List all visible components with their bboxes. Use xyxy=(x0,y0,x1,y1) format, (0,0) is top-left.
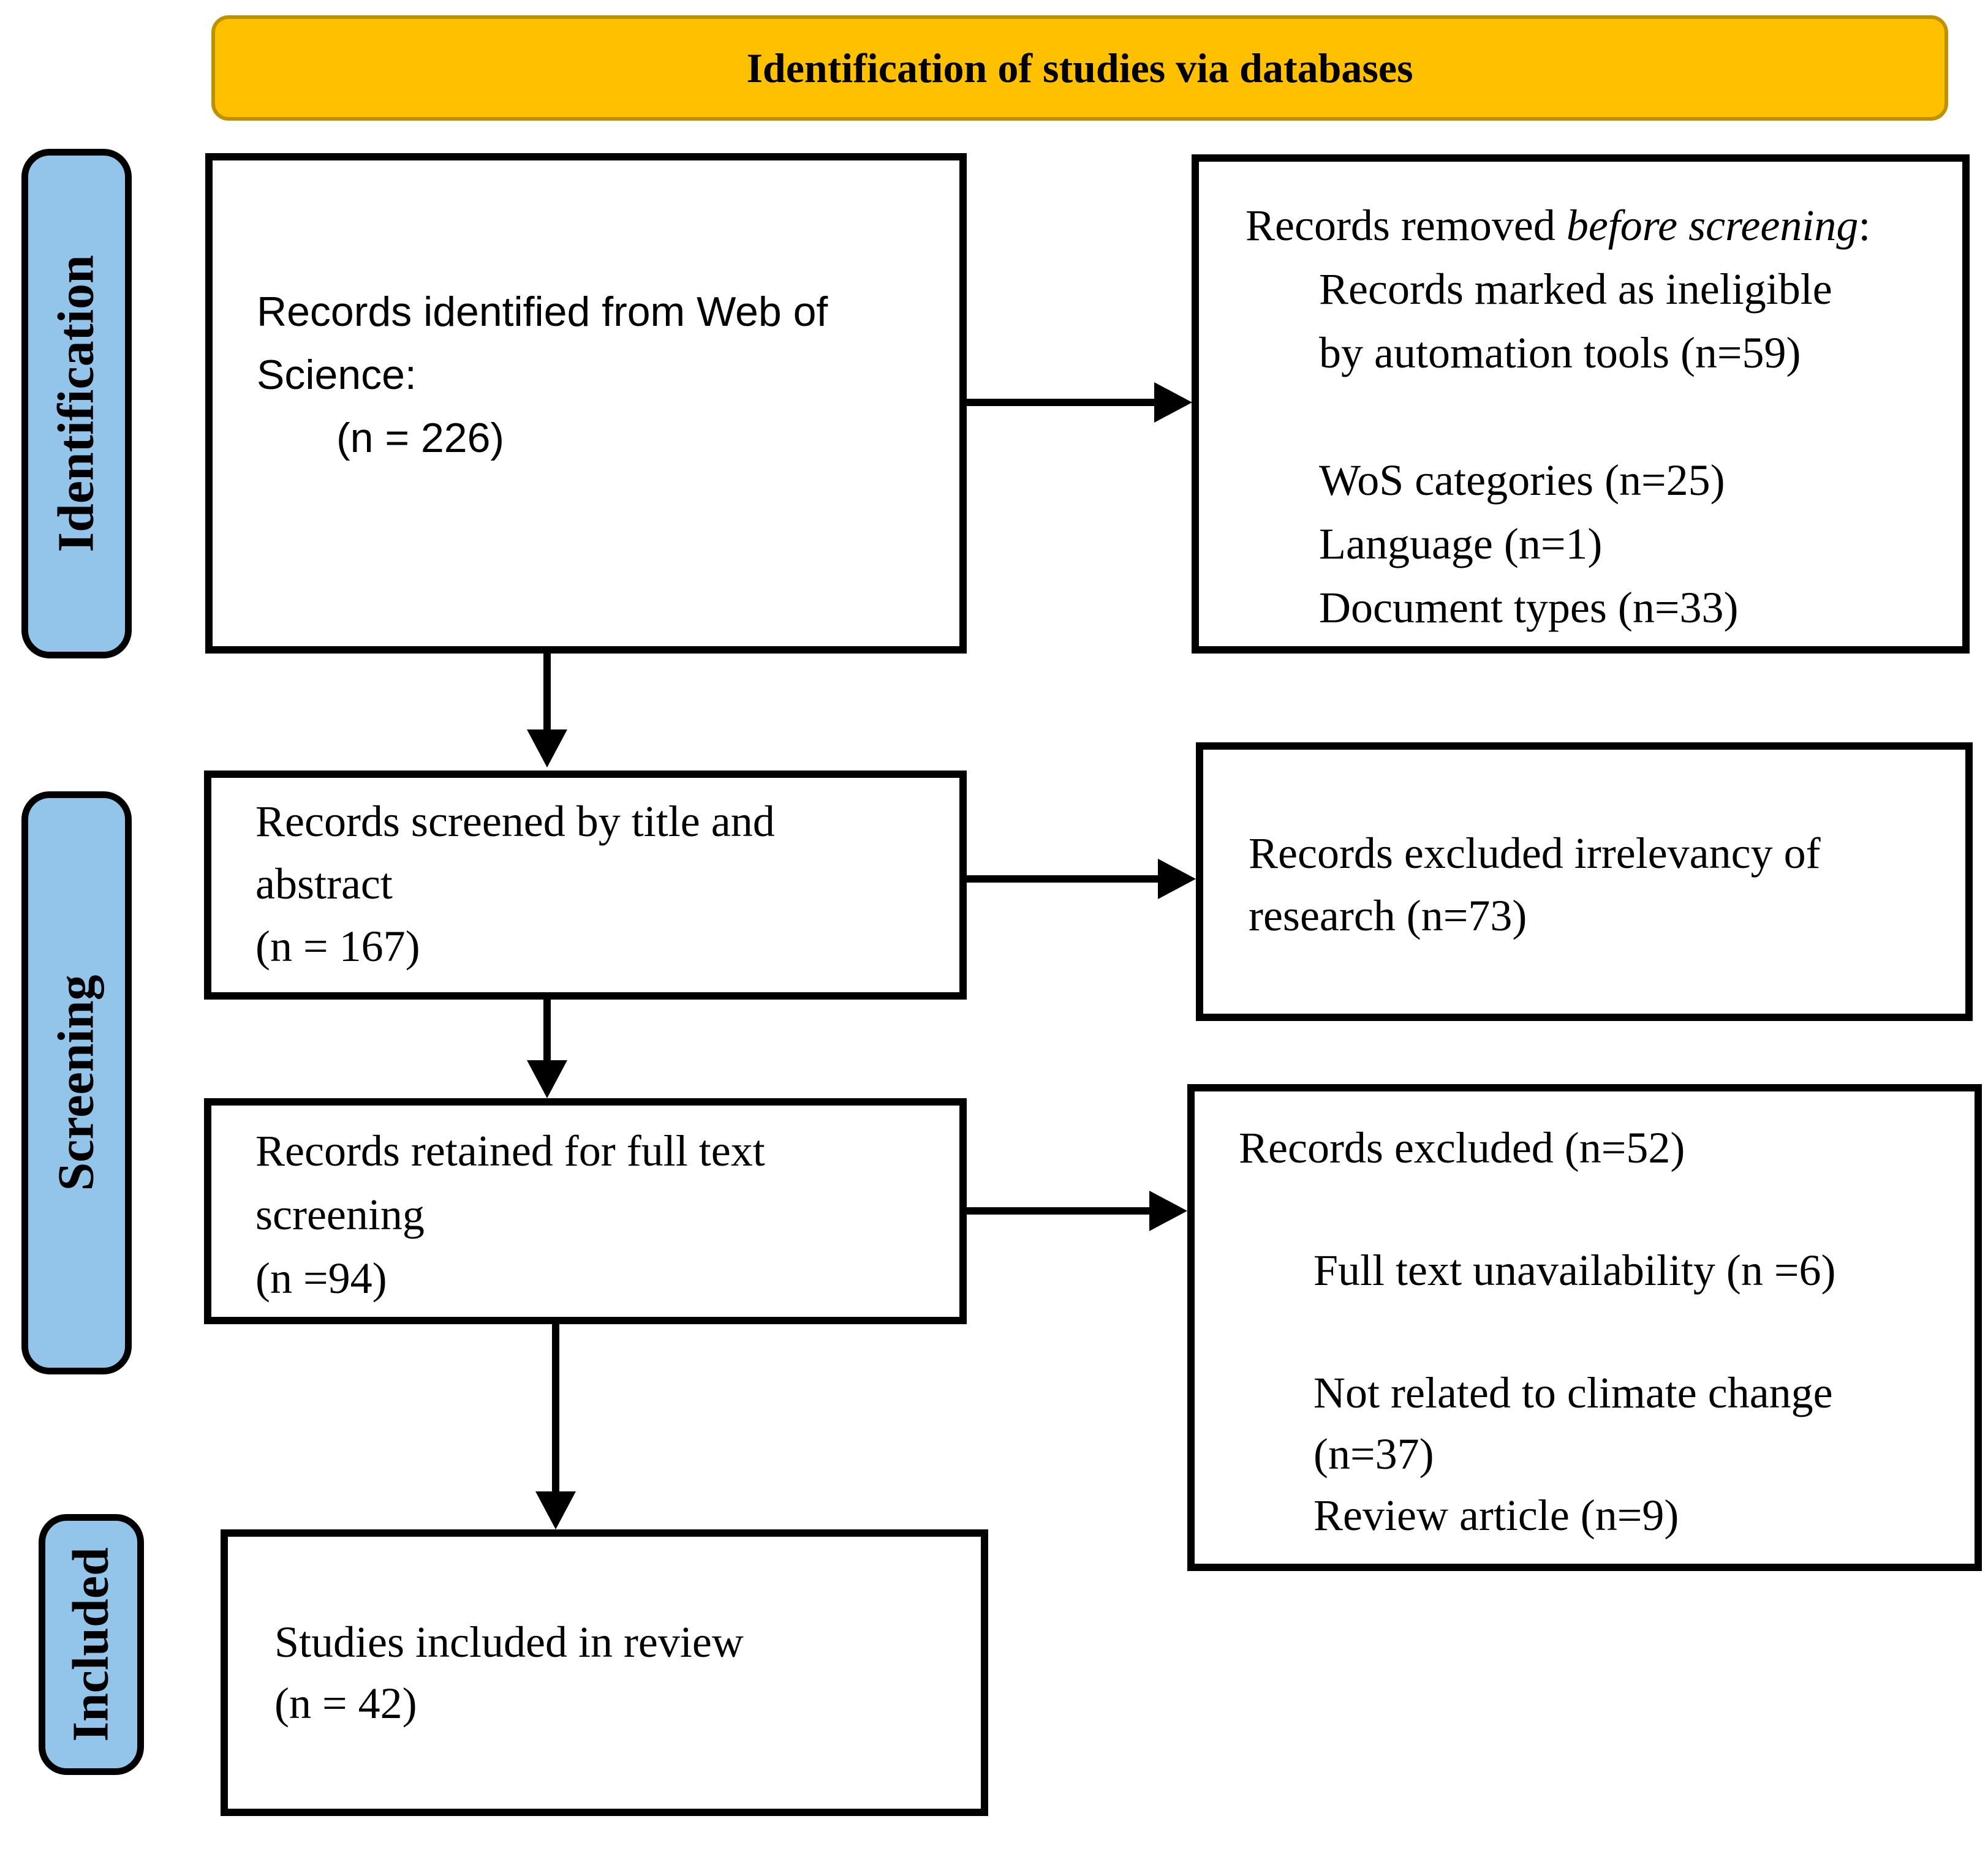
studies-included-line: Studies included in review xyxy=(274,1618,744,1667)
arrow-screened-to-excluded-shaft xyxy=(967,875,1160,883)
arrow-retained-to-included-head xyxy=(535,1491,576,1529)
records-removed-item: Records marked as ineligible xyxy=(1319,265,1832,314)
records-excluded-item: Not related to climate change xyxy=(1313,1368,1833,1417)
records-excluded-irrelevancy-line: research (n=73) xyxy=(1249,891,1527,940)
stage-screening-label: Screening xyxy=(48,974,105,1191)
records-identified-count: (n = 226) xyxy=(336,415,505,461)
records-identified-line: Records identified from Web of xyxy=(257,288,828,335)
records-removed-item: by automation tools (n=59) xyxy=(1319,328,1801,377)
arrow-retained-to-excluded-shaft xyxy=(967,1207,1152,1215)
arrow-retained-to-included-shaft xyxy=(552,1324,559,1494)
arrow-screened-to-excluded-head xyxy=(1158,859,1196,899)
box-records-identified: Records identified from Web of Science: … xyxy=(205,153,967,654)
records-removed-item: Document types (n=33) xyxy=(1319,583,1739,632)
arrow-screened-to-retained-shaft xyxy=(543,998,551,1061)
records-excluded-item: Review article (n=9) xyxy=(1313,1491,1679,1540)
stage-included: Included xyxy=(39,1514,144,1775)
records-excluded-title: Records excluded (n=52) xyxy=(1239,1123,1685,1172)
stage-screening: Screening xyxy=(21,791,132,1374)
banner-identification-via-databases: Identification of studies via databases xyxy=(211,15,1948,121)
records-removed-item: Language (n=1) xyxy=(1319,519,1603,568)
records-identified-line: Science: xyxy=(257,352,417,398)
arrow-identified-to-removed-shaft xyxy=(967,399,1157,406)
records-excluded-irrelevancy-line: Records excluded irrelevancy of xyxy=(1249,829,1821,878)
stage-identification: Identification xyxy=(21,149,132,658)
records-retained-count: (n =94) xyxy=(255,1254,387,1303)
arrow-screened-to-retained-head xyxy=(527,1060,567,1098)
box-records-retained-full-text: Records retained for full text screening… xyxy=(204,1098,967,1324)
arrow-identified-to-removed-head xyxy=(1154,382,1192,423)
records-removed-title-italic: before screening xyxy=(1566,201,1859,250)
records-removed-title: Records removed before screening: xyxy=(1245,201,1871,250)
arrow-identified-to-screened-head xyxy=(527,729,567,767)
records-screened-count: (n = 167) xyxy=(255,922,420,971)
studies-included-count: (n = 42) xyxy=(274,1679,417,1728)
box-records-screened: Records screened by title and abstract (… xyxy=(204,771,967,1000)
stage-included-label: Included xyxy=(62,1547,119,1742)
box-records-excluded-full-text: Records excluded (n=52) Full text unavai… xyxy=(1187,1084,1982,1571)
banner-title: Identification of studies via databases xyxy=(746,44,1413,91)
box-records-removed-before-screening: Records removed before screening: Record… xyxy=(1192,154,1970,654)
arrow-identified-to-screened-shaft xyxy=(543,654,551,732)
records-excluded-item: (n=37) xyxy=(1313,1430,1434,1479)
records-excluded-item: Full text unavailability (n =6) xyxy=(1313,1246,1836,1295)
box-records-excluded-irrelevancy: Records excluded irrelevancy of research… xyxy=(1196,742,1973,1021)
records-screened-line: abstract xyxy=(255,859,393,908)
box-studies-included: Studies included in review (n = 42) xyxy=(221,1529,988,1816)
arrow-retained-to-excluded-head xyxy=(1149,1191,1187,1231)
stage-identification-label: Identification xyxy=(48,255,105,552)
records-retained-line: Records retained for full text xyxy=(255,1126,765,1175)
records-screened-line: Records screened by title and xyxy=(255,797,775,846)
records-retained-line: screening xyxy=(255,1190,425,1239)
records-removed-item: WoS categories (n=25) xyxy=(1319,456,1725,505)
